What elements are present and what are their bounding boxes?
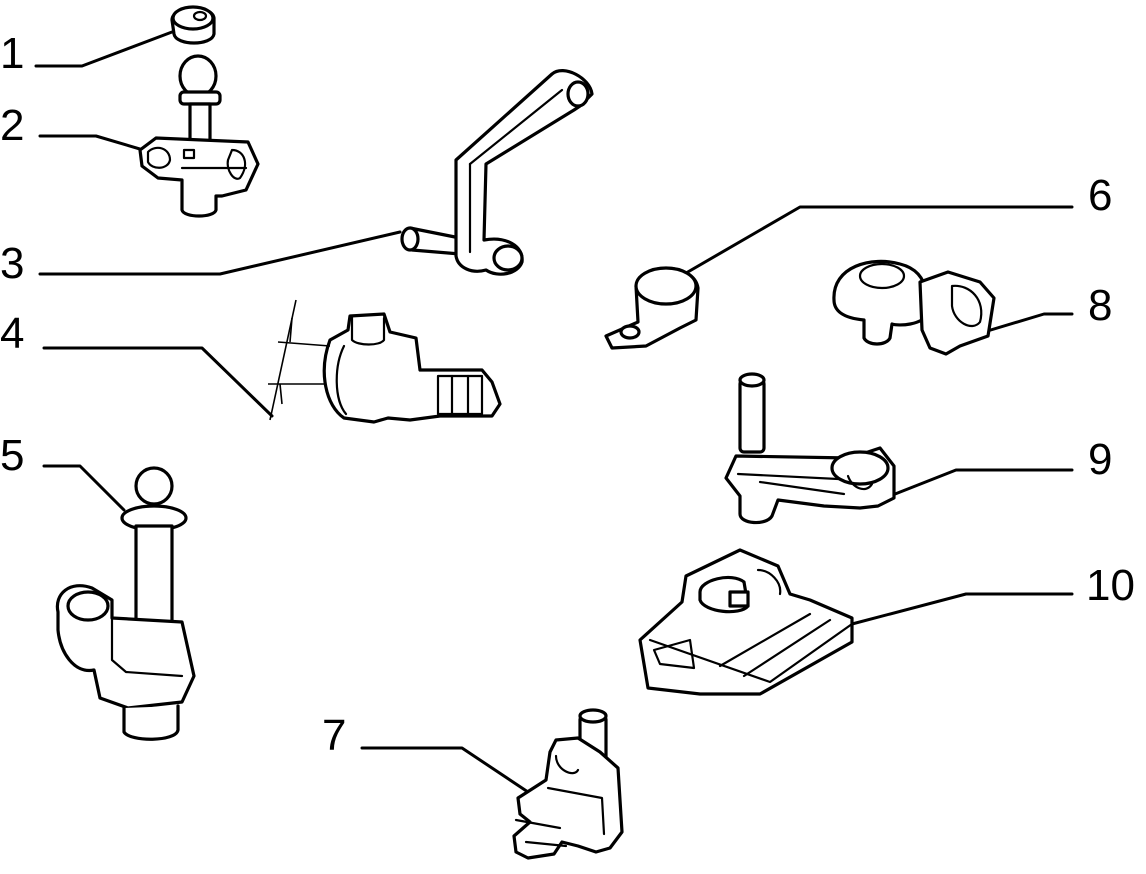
callout-3: 3 <box>0 239 24 288</box>
leader-line-2 <box>38 134 152 154</box>
callout-5: 5 <box>0 431 24 480</box>
part-7-bracket <box>512 708 624 860</box>
leader-line-7 <box>360 746 536 798</box>
leader-line-9 <box>888 468 1074 498</box>
part-6-clamp <box>604 266 700 350</box>
callout-7: 7 <box>322 711 346 760</box>
callout-9: 9 <box>1088 435 1112 484</box>
part-8-clip-bush <box>832 259 996 356</box>
part-1-cap <box>170 5 216 45</box>
callout-8: 8 <box>1088 281 1112 330</box>
callout-10: 10 <box>1086 561 1135 610</box>
part-10-slider <box>638 548 854 696</box>
leader-line-6 <box>672 205 1074 282</box>
leader-line-8 <box>982 312 1074 334</box>
leader-line-1 <box>34 30 174 68</box>
callout-4: 4 <box>0 309 24 358</box>
leader-line-5 <box>42 464 126 512</box>
callout-2: 2 <box>0 101 24 150</box>
leader-line-4 <box>42 346 274 418</box>
leader-line-10 <box>850 592 1074 626</box>
part-3-lever <box>400 69 594 276</box>
part-4-bushing <box>268 299 502 424</box>
leader-line-3 <box>38 230 402 276</box>
callout-1: 1 <box>0 29 24 78</box>
callout-6: 6 <box>1088 171 1112 220</box>
part-9-pin-lever <box>724 372 896 525</box>
part-5-ball-stud <box>55 466 196 741</box>
part-2-ball-pin <box>138 54 260 218</box>
